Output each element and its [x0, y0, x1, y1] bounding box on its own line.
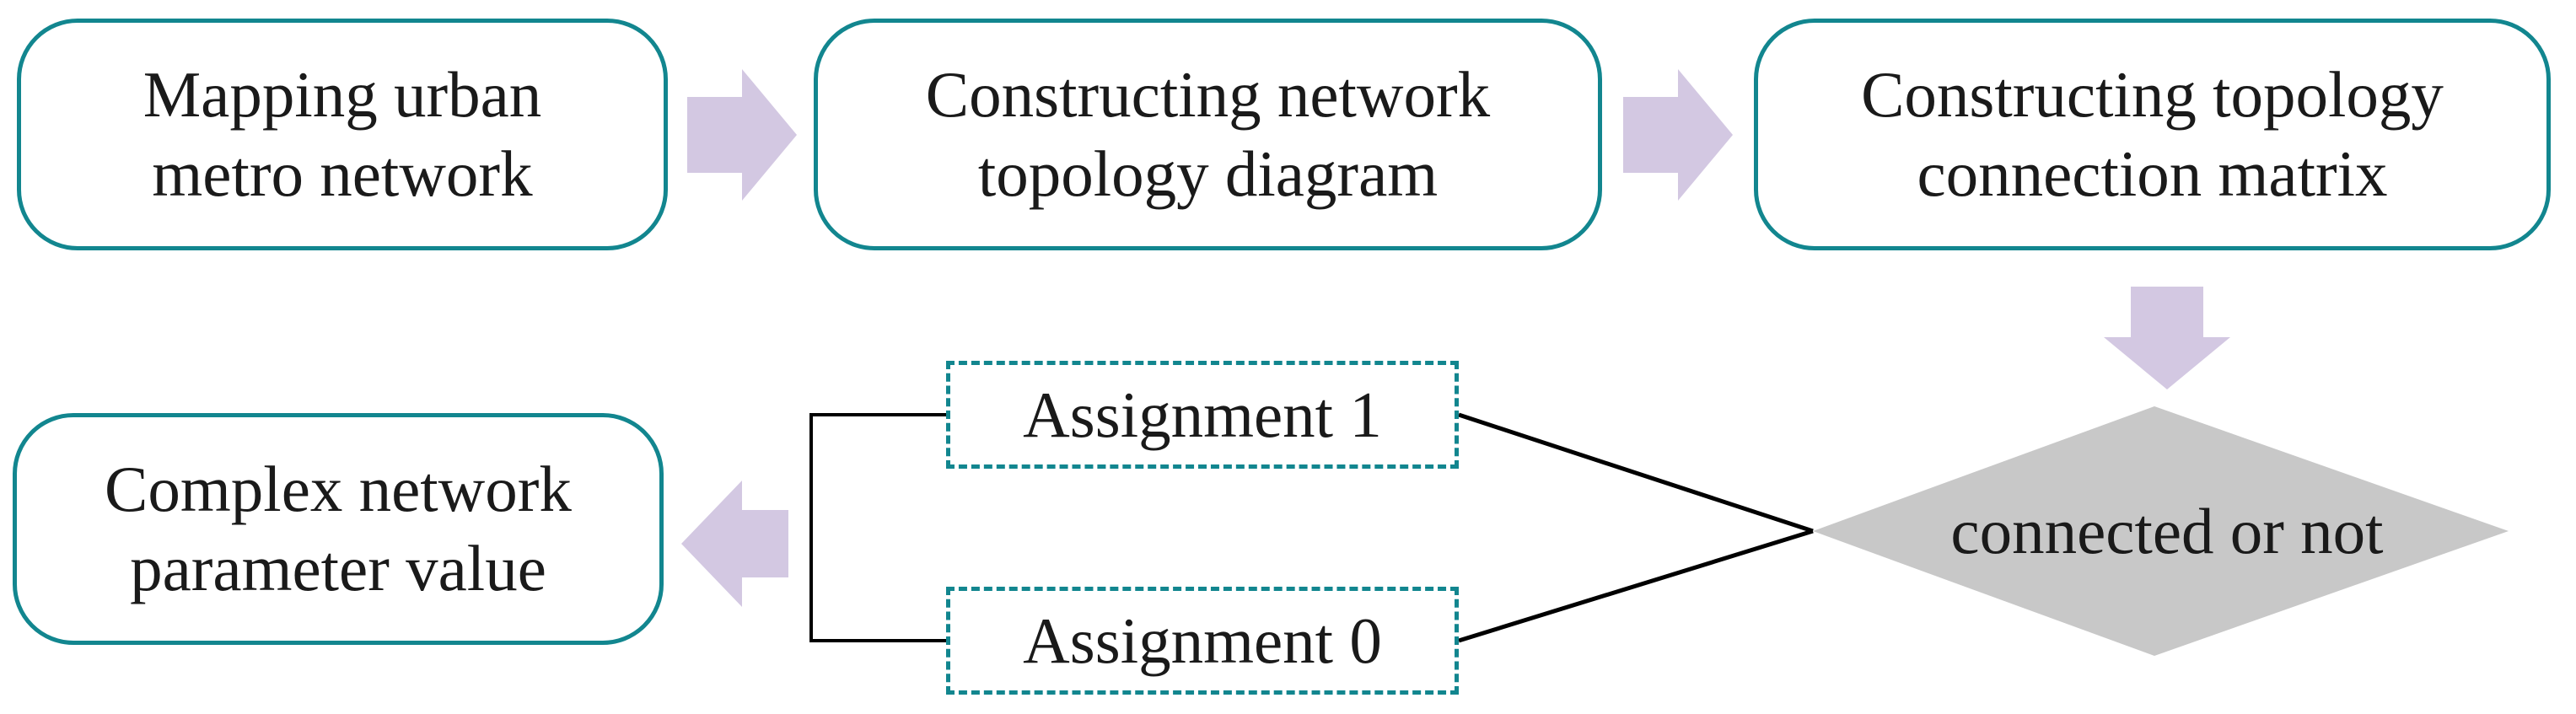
- mapping-box-line1: Mapping urban: [143, 57, 542, 131]
- assignment-bracket: [809, 413, 946, 642]
- assignment-0-label: Assignment 0: [1023, 604, 1382, 677]
- arrow-matrix-to-decision: [2104, 287, 2230, 389]
- connector-assignment1-to-decision: [1458, 412, 1814, 534]
- connection-matrix-box-line2: connection matrix: [1917, 137, 2388, 210]
- mapping-box-line2: metro network: [152, 137, 533, 210]
- connector-assignment0-to-decision: [1458, 529, 1814, 643]
- arrow-topology-to-matrix: [1623, 69, 1733, 201]
- parameter-value-box-line2: parameter value: [130, 531, 546, 604]
- topology-diagram-box-line2: topology diagram: [977, 137, 1439, 210]
- connection-matrix-box-line1: Constructing topology: [1861, 57, 2444, 131]
- decision-diamond: [1813, 406, 2509, 656]
- assignment-1-label: Assignment 1: [1023, 378, 1382, 451]
- assignment-1-box: Assignment 1: [946, 361, 1459, 469]
- assignment-0-box: Assignment 0: [946, 587, 1459, 695]
- complex-network-parameter-value-box: Complex network parameter value: [13, 413, 664, 645]
- arrow-to-parameter-value: [681, 480, 788, 607]
- topology-diagram-box-line1: Constructing network: [925, 57, 1491, 131]
- parameter-value-box-line1: Complex network: [105, 452, 572, 525]
- decision-label: connected or not: [1950, 494, 2384, 567]
- mapping-urban-metro-network-box: Mapping urban metro network: [17, 19, 668, 250]
- constructing-topology-diagram-box: Constructing network topology diagram: [814, 19, 1602, 250]
- arrow-mapping-to-topology: [687, 69, 797, 201]
- constructing-connection-matrix-box: Constructing topology connection matrix: [1754, 19, 2551, 250]
